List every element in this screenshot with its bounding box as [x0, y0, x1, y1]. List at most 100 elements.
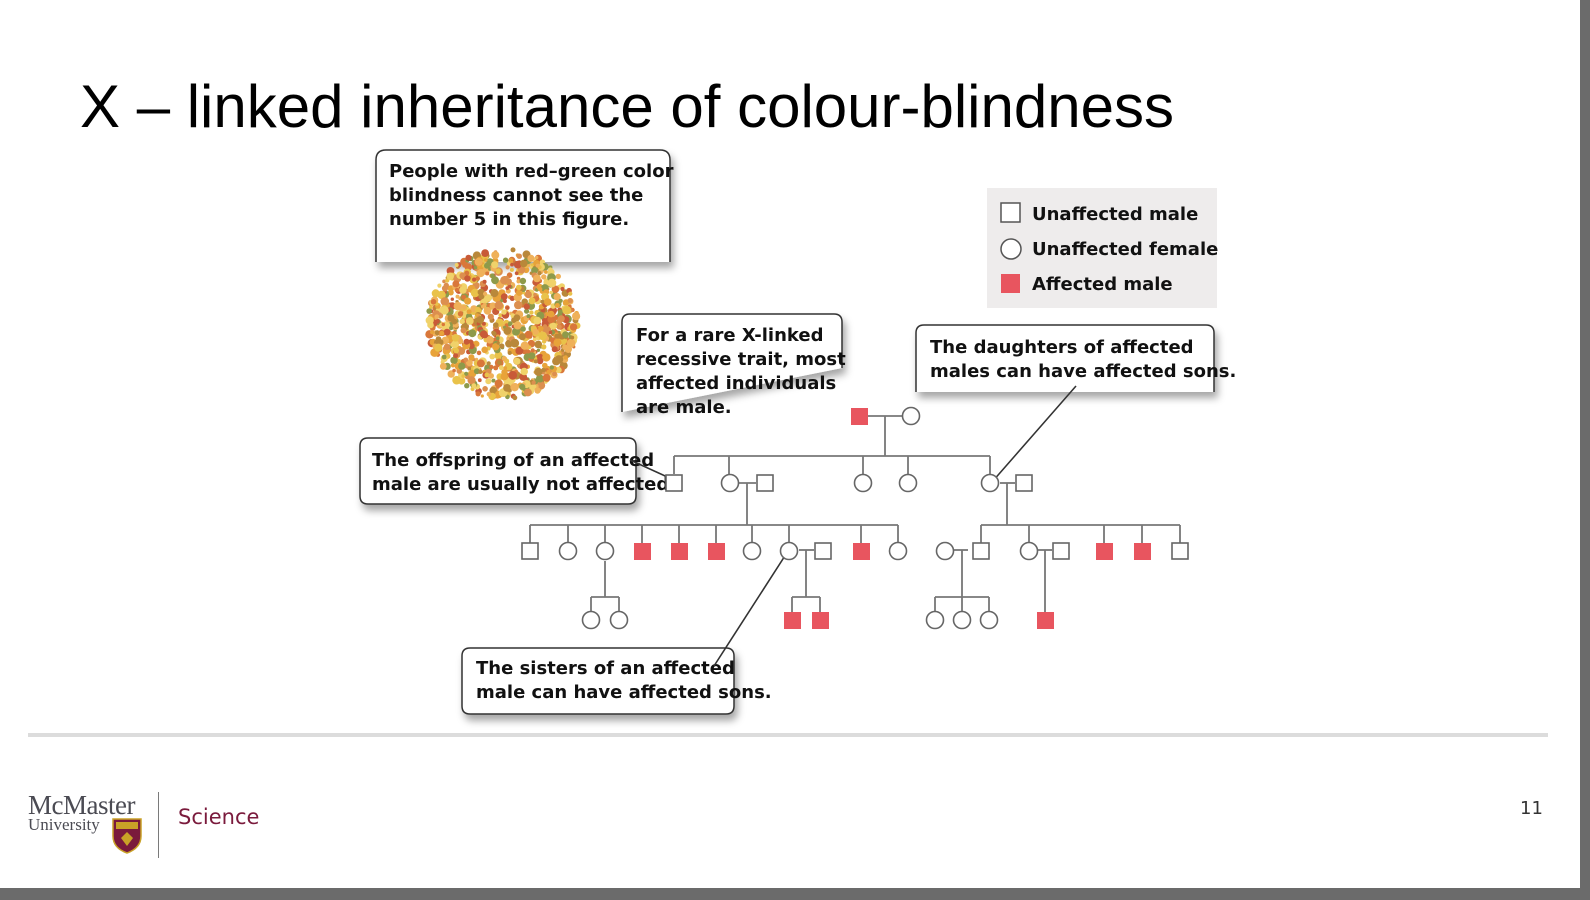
page-number: 11	[1520, 798, 1543, 819]
plate-dot	[544, 298, 552, 306]
unaffected-female-symbol	[980, 473, 1000, 493]
callout-color-test-line: blindness cannot see the	[389, 185, 643, 206]
unaffected-female-symbol	[979, 610, 999, 630]
plate-dot	[467, 376, 476, 385]
plate-dot	[439, 362, 447, 370]
plate-dot	[474, 340, 479, 345]
unaffected-male-symbol	[972, 542, 990, 560]
plate-dot	[449, 325, 454, 331]
legend-background	[987, 188, 1217, 308]
plate-dot	[486, 361, 491, 366]
plate-dot	[494, 351, 503, 360]
plate-dot	[475, 391, 481, 397]
plate-dot	[481, 249, 489, 257]
plate-dot	[489, 353, 496, 360]
plate-dot	[486, 391, 492, 397]
legend-affected-male: Affected male	[1032, 274, 1173, 295]
logo-separator	[158, 792, 159, 858]
callout-daughters-line: The daughters of affected	[930, 337, 1194, 358]
unaffected-female-symbol	[558, 541, 578, 561]
plate-dot	[452, 375, 461, 385]
affected-male-symbol	[784, 612, 801, 629]
affected-male-symbol	[1134, 543, 1151, 560]
unaffected-male-symbol	[814, 542, 832, 560]
pointer-daughters	[991, 385, 1077, 483]
plate-dot	[495, 336, 500, 341]
plate-dot	[493, 322, 499, 328]
unaffected-male-icon	[1000, 202, 1021, 223]
plate-dot	[451, 334, 460, 342]
plate-dot	[447, 314, 455, 322]
plate-dot	[441, 326, 446, 331]
plate-dot	[464, 297, 472, 305]
plate-dot	[570, 335, 575, 340]
plate-dot	[516, 253, 522, 259]
plate-dot	[491, 251, 500, 260]
plate-dot	[501, 309, 507, 315]
plate-dot	[541, 274, 547, 280]
plate-dot	[461, 294, 467, 300]
plate-dot	[479, 330, 488, 339]
plate-dot	[430, 330, 435, 335]
unaffected-female-symbol	[935, 541, 955, 561]
plate-dot	[534, 367, 543, 377]
plate-dot	[477, 288, 485, 296]
unaffected-male-symbol	[1015, 474, 1033, 492]
plate-dot	[447, 370, 455, 378]
plate-dot	[476, 269, 485, 278]
unaffected-female-symbol	[779, 541, 799, 561]
unaffected-female-symbol	[742, 541, 762, 561]
unaffected-female-symbol	[595, 541, 615, 561]
plate-dot	[537, 271, 542, 276]
plate-dot	[530, 383, 537, 390]
plate-dot	[486, 336, 494, 344]
plate-dot	[536, 357, 544, 365]
legend-unaffected-female: Unaffected female	[1032, 239, 1218, 260]
plate-dot	[467, 366, 472, 371]
plate-dot	[426, 308, 433, 314]
plate-dot	[508, 370, 518, 380]
plate-dot	[518, 333, 526, 341]
plate-dot	[548, 267, 553, 272]
plate-dot	[464, 275, 471, 282]
plate-dot	[489, 364, 494, 370]
plate-dot	[556, 324, 562, 330]
plate-dot	[520, 341, 529, 350]
plate-dot	[544, 270, 548, 274]
callout-daughters: The daughters of affected males can have…	[915, 324, 1236, 392]
unaffected-male-symbol	[521, 542, 539, 560]
plate-dot	[472, 277, 477, 282]
plate-dot	[541, 367, 546, 373]
plate-dot	[470, 288, 480, 298]
plate-dot	[519, 277, 527, 285]
plate-dot	[425, 316, 434, 325]
plate-dot	[572, 312, 581, 321]
plate-dot	[564, 345, 572, 353]
plate-dot	[434, 330, 440, 336]
plate-dot	[483, 302, 487, 307]
plate-dot	[528, 352, 536, 360]
plate-dot	[523, 388, 532, 397]
plate-dot	[482, 279, 487, 284]
plate-dot	[492, 343, 500, 351]
plate-dot	[510, 247, 516, 253]
plate-dot	[557, 315, 565, 323]
plate-dot	[534, 387, 541, 394]
plate-dot	[536, 374, 544, 383]
plate-dot	[434, 314, 440, 320]
callout-sisters: The sisters of an affected male can have…	[461, 647, 772, 715]
plate-dot	[441, 322, 445, 327]
callout-offspring-line: The offspring of an affected	[372, 450, 654, 471]
plate-dot	[558, 298, 563, 303]
plate-dot	[458, 362, 466, 370]
plate-dot	[515, 346, 524, 355]
affected-male-symbol	[812, 612, 829, 629]
plate-dot	[554, 303, 560, 308]
plate-dot	[481, 321, 486, 326]
plate-dot	[527, 254, 535, 262]
plate-dot	[453, 353, 459, 359]
unaffected-female-symbol	[720, 473, 740, 493]
legend-unaffected-male: Unaffected male	[1032, 204, 1198, 225]
plate-dot	[465, 254, 472, 261]
